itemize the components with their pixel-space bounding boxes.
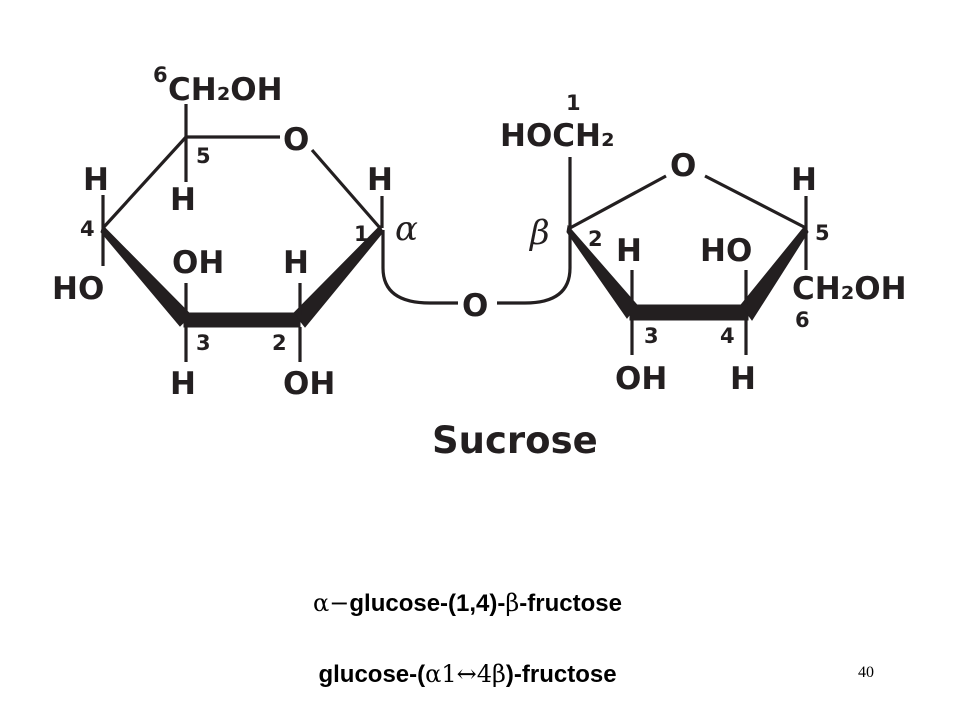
glucose-ring-oxygen: O bbox=[283, 122, 309, 158]
glucose-c2-number: 2 bbox=[272, 331, 287, 355]
fructose-c4-h: H bbox=[730, 361, 756, 397]
caption-dash: − bbox=[329, 589, 350, 617]
fructose-c2-c3-wedge-bond bbox=[566, 224, 638, 319]
caption-line-1: α−glucose-(1,4)-β-fructose bbox=[0, 589, 935, 618]
glucose-c3-c2-wedge-bond bbox=[183, 312, 301, 328]
caption-beta-symbol: β bbox=[505, 589, 520, 617]
glucose-c5-number: 5 bbox=[196, 144, 211, 168]
fructose-c3-h: H bbox=[616, 233, 642, 269]
caption-text-part: glucose-( bbox=[318, 661, 426, 688]
fructose-c6-number: 6 bbox=[795, 308, 810, 332]
glucose-c4-ho: HO bbox=[52, 271, 104, 307]
fructose-c5-h: H bbox=[791, 162, 817, 198]
glycosidic-bond-fructose-side bbox=[497, 228, 572, 305]
fructose-c5-number: 5 bbox=[815, 221, 830, 245]
glucose-ring-oxygen-c1-bond bbox=[310, 148, 382, 230]
fructose-c4-number: 4 bbox=[720, 324, 735, 348]
glucose-c3-h: H bbox=[170, 366, 196, 402]
caption-line-2: glucose-(α1↔4β)-fructose bbox=[0, 660, 935, 689]
fructose-c3-oh: OH bbox=[615, 361, 667, 397]
diagram-title: Sucrose bbox=[432, 419, 598, 462]
fructose-c2-ring-oxygen-bond bbox=[569, 174, 667, 230]
glucose-c3-number: 3 bbox=[196, 331, 211, 355]
fructose-c3-number: 3 bbox=[644, 324, 659, 348]
glucose-c6-number: 6 bbox=[153, 63, 168, 87]
fructose-c2-number: 2 bbox=[588, 227, 603, 251]
fructose-c3-c4-wedge-bond bbox=[629, 304, 749, 321]
glycosidic-oxygen: O bbox=[462, 288, 488, 324]
glucose-c4-h: H bbox=[83, 162, 109, 198]
caption-alpha-symbol: α bbox=[313, 589, 330, 617]
caption-text-part: )-fructose bbox=[505, 661, 617, 688]
glucose-alpha-anomer-label: α bbox=[395, 209, 418, 249]
glycosidic-bond-glucose-side bbox=[381, 230, 458, 305]
sucrose-structure-diagram: 6 CH₂OH O 5 H H 4 HO H 1 α OH H 3 2 H OH… bbox=[52, 63, 907, 462]
glucose-c1-h: H bbox=[367, 162, 393, 198]
glucose-c6-group: CH₂OH bbox=[168, 72, 283, 108]
glucose-c4-number: 4 bbox=[80, 217, 95, 241]
caption-text-part: -fructose bbox=[519, 590, 622, 617]
glucose-c3-oh: OH bbox=[172, 245, 224, 281]
caption-text-part: glucose-(1,4)- bbox=[349, 590, 506, 617]
glucose-c2-h: H bbox=[283, 245, 309, 281]
fructose-ring-oxygen: O bbox=[670, 148, 696, 184]
fructose-c4-ho: HO bbox=[700, 233, 752, 269]
fructose-beta-anomer-label: β bbox=[528, 213, 550, 253]
fructose-c6-group: CH₂OH bbox=[792, 271, 907, 307]
glucose-c1-number: 1 bbox=[354, 222, 369, 246]
caption-linkage-symbols: α1↔4β bbox=[425, 660, 506, 688]
glucose-c2-oh: OH bbox=[283, 366, 335, 402]
fructose-ring-oxygen-c5-bond bbox=[704, 174, 807, 230]
fructose-c1-number: 1 bbox=[566, 91, 581, 115]
fructose-c1-group: HOCH₂ bbox=[500, 118, 615, 154]
glucose-c5-h: H bbox=[170, 182, 196, 218]
fructose-c4-c5-wedge-bond bbox=[740, 225, 809, 321]
glucose-c5-c4-bond bbox=[101, 135, 188, 230]
page-number: 40 bbox=[858, 664, 874, 681]
